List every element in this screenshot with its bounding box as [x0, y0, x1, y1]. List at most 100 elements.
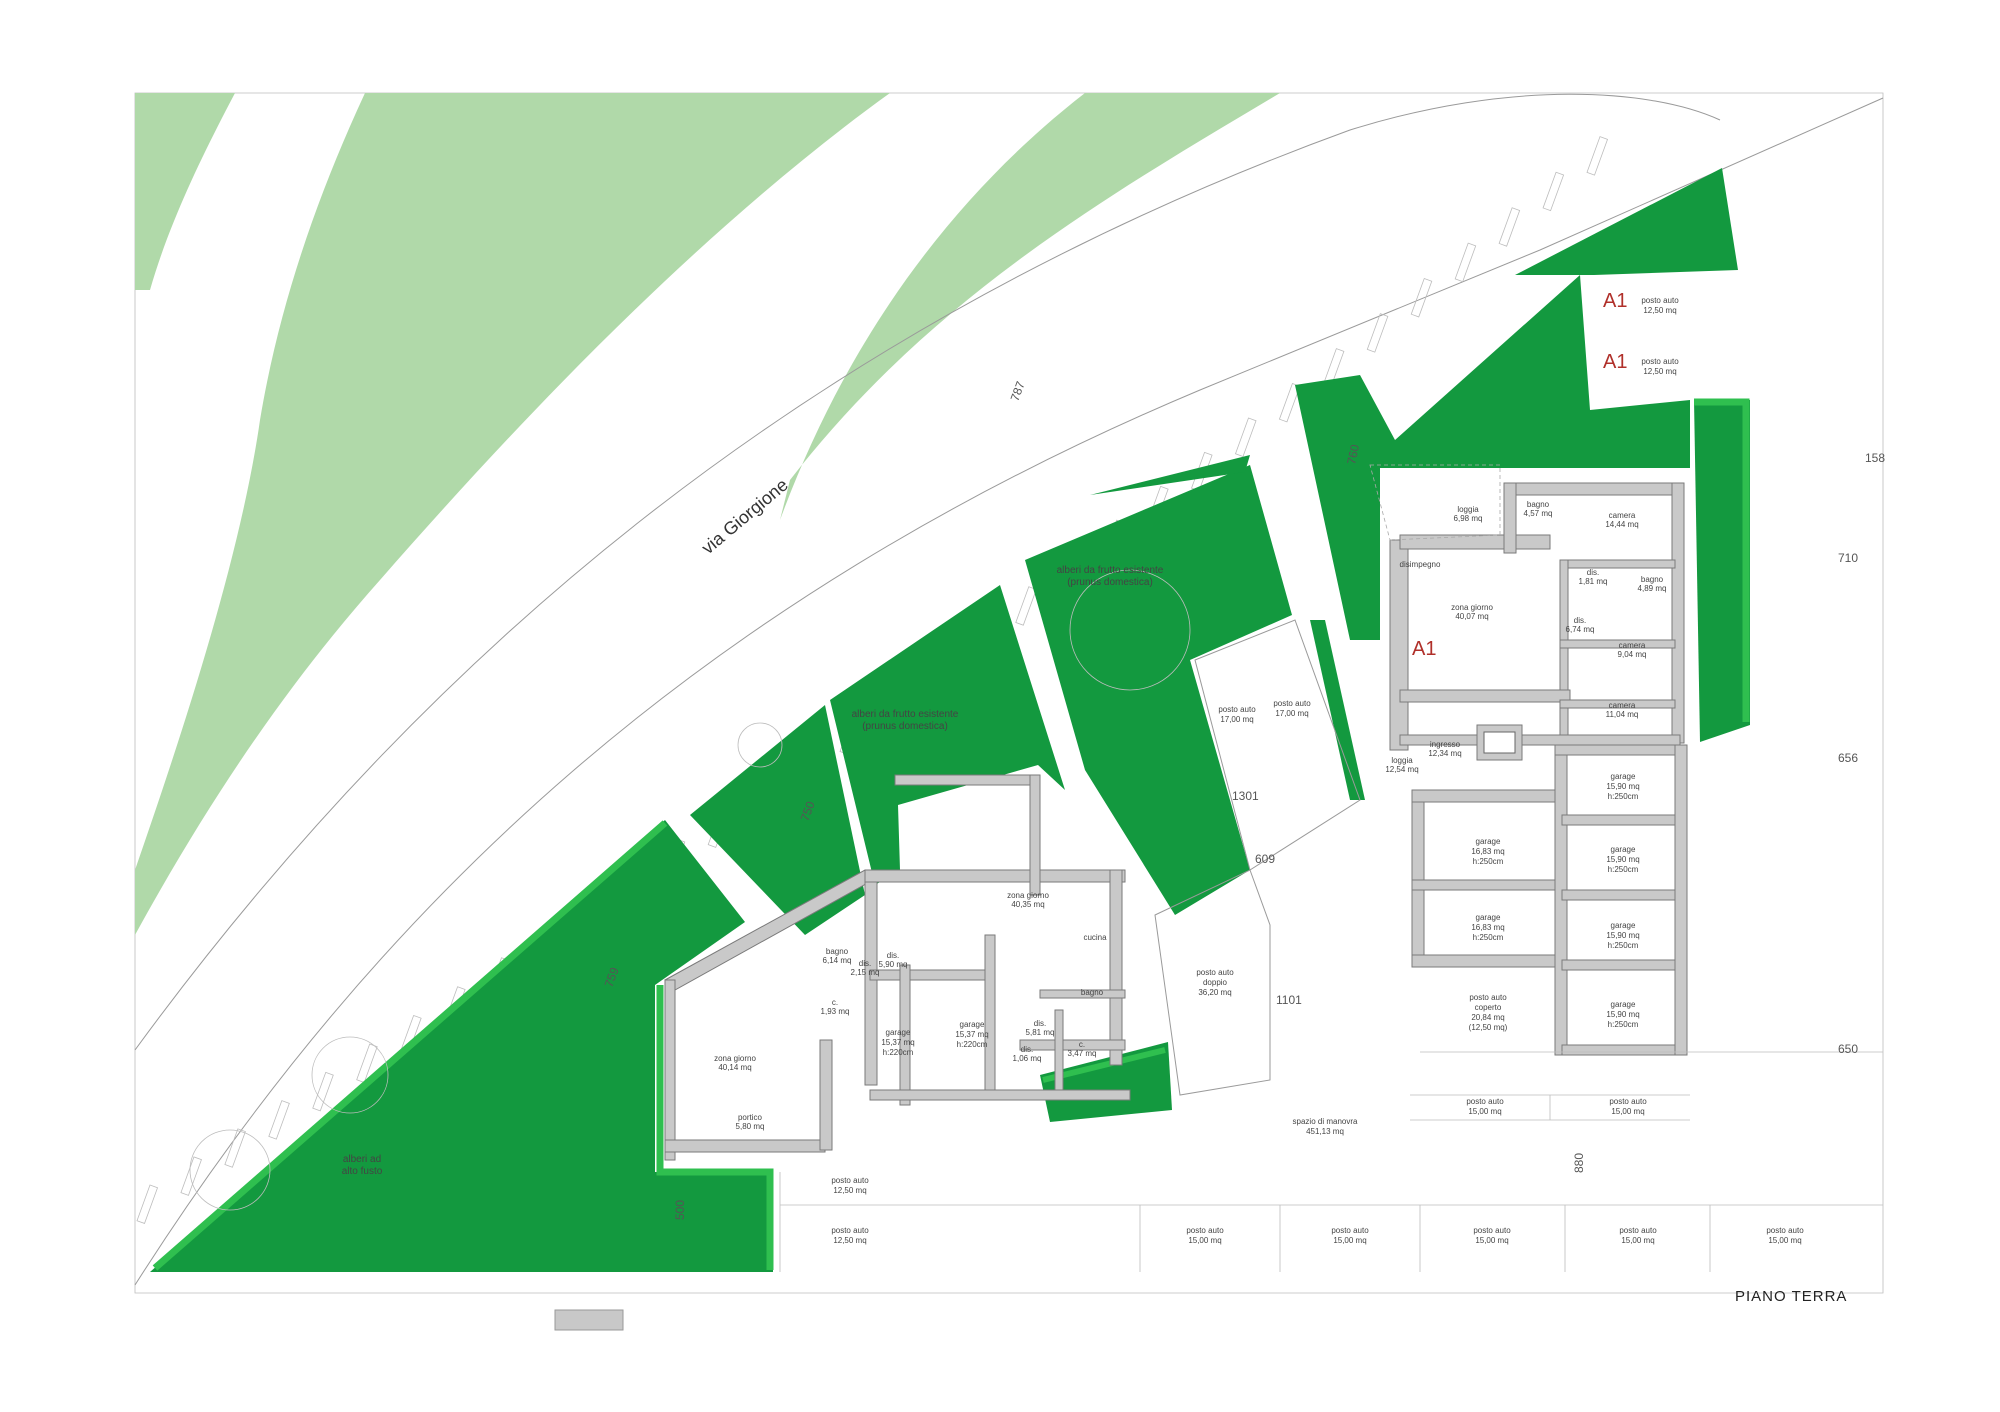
garage-label: garage 15,90 mq h:250cm — [1606, 921, 1639, 950]
road-edge — [134, 93, 1721, 1051]
garden-left — [150, 820, 773, 1272]
room-area: 6,74 mq — [1566, 625, 1595, 634]
room-area: 12,54 mq — [1385, 765, 1418, 774]
garage-label: garage 15,37 mq h:220cm — [881, 1028, 914, 1057]
room-area: 14,44 mq — [1605, 520, 1638, 529]
svg-text:posto auto: posto auto — [1466, 1097, 1504, 1106]
stall-mark — [1498, 207, 1521, 247]
svg-text:h:220cm: h:220cm — [883, 1048, 914, 1057]
stall-mark — [1410, 277, 1433, 318]
svg-text:posto auto: posto auto — [1196, 968, 1234, 977]
stall-mark — [1366, 313, 1389, 353]
svg-text:posto auto: posto auto — [831, 1226, 869, 1235]
garage-label: garage 15,90 mq h:250cm — [1606, 845, 1639, 874]
garage-label: garage 15,90 mq h:250cm — [1606, 772, 1639, 801]
tree-symbols — [189, 569, 1191, 1211]
double-parking-label: posto auto doppio 36,20 mq — [1196, 968, 1234, 997]
room-label: dis. — [887, 951, 899, 960]
room-area: 5,90 mq — [879, 960, 908, 969]
room-label: loggia — [1457, 505, 1479, 514]
room-label: zona giorno — [1451, 603, 1493, 612]
svg-text:15,00 mq: 15,00 mq — [1468, 1107, 1501, 1116]
room-label: camera — [1609, 701, 1636, 710]
svg-text:20,84 mq: 20,84 mq — [1471, 1013, 1504, 1022]
room-label: loggia — [1391, 756, 1413, 765]
room-label: disimpegno — [1400, 560, 1441, 569]
room-area: 1,93 mq — [821, 1007, 850, 1016]
garden-mid-d — [1090, 455, 1250, 495]
bottom-parking-lines — [779, 1051, 1883, 1272]
svg-text:h:250cm: h:250cm — [1473, 857, 1504, 866]
room-area: 6,98 mq — [1454, 514, 1483, 523]
svg-text:15,37 mq: 15,37 mq — [881, 1038, 914, 1047]
svg-text:15,90 mq: 15,90 mq — [1606, 1010, 1639, 1019]
room-label: c. — [1079, 1040, 1085, 1049]
dimension: 650 — [1838, 1042, 1858, 1056]
svg-text:15,00 mq: 15,00 mq — [1188, 1236, 1221, 1245]
dimension: 710 — [1838, 551, 1858, 565]
garden-label: alto fusto — [342, 1166, 383, 1177]
garden-right-top — [1515, 168, 1738, 275]
room-area: 5,80 mq — [736, 1122, 765, 1131]
svg-text:garage: garage — [1611, 921, 1636, 930]
dimension: 500 — [673, 1200, 687, 1220]
loggia-paving — [1369, 464, 1501, 541]
svg-text:15,37 mq: 15,37 mq — [955, 1030, 988, 1039]
room-label: c. — [832, 998, 838, 1007]
dimension: 760 — [1344, 443, 1362, 466]
room-label: portico — [738, 1113, 763, 1122]
svg-text:garage: garage — [886, 1028, 911, 1037]
garden-mid-b — [830, 585, 1065, 885]
svg-text:h:250cm: h:250cm — [1608, 792, 1639, 801]
room-area: 40,14 mq — [718, 1063, 751, 1072]
svg-text:15,90 mq: 15,90 mq — [1606, 855, 1639, 864]
parking-area: 17,00 mq — [1275, 709, 1308, 718]
svg-text:12,50 mq: 12,50 mq — [833, 1236, 866, 1245]
svg-text:garage: garage — [1611, 1000, 1636, 1009]
room-area: 40,07 mq — [1455, 612, 1488, 621]
bottom-parking-row: posto auto 12,50 mq posto auto 12,50 mq … — [831, 1176, 1804, 1245]
garage-label: garage 16,83 mq h:250cm — [1471, 913, 1504, 942]
parking-label: posto auto — [1218, 705, 1256, 714]
road-edge — [134, 97, 1884, 1286]
dimension: 1301 — [1232, 789, 1259, 803]
svg-text:16,83 mq: 16,83 mq — [1471, 923, 1504, 932]
dimension: 656 — [1838, 751, 1858, 765]
room-label: zona giorno — [1007, 891, 1049, 900]
svg-text:15,90 mq: 15,90 mq — [1606, 931, 1639, 940]
garage-label: garage 16,83 mq h:250cm — [1471, 837, 1504, 866]
parking-label: posto auto — [1641, 296, 1679, 305]
building-left — [664, 774, 1131, 1161]
svg-text:(12,50 mq): (12,50 mq) — [1469, 1023, 1508, 1032]
svg-text:doppio: doppio — [1203, 978, 1228, 987]
hedge-border — [152, 820, 774, 1271]
covered-parking-label: posto auto coperto 20,84 mq (12,50 mq) — [1469, 993, 1508, 1032]
parking-area: 12,50 mq — [1643, 306, 1676, 315]
parking-area: 17,00 mq — [1220, 715, 1253, 724]
scale-swatch — [554, 1309, 624, 1331]
room-label: bagno — [826, 947, 849, 956]
garden-strip — [1310, 620, 1365, 800]
garden-label: alberi da frutto esistente — [852, 709, 959, 720]
dimension: 1101 — [1276, 993, 1302, 1007]
svg-text:posto auto: posto auto — [1186, 1226, 1224, 1235]
svg-text:15,00 mq: 15,00 mq — [1475, 1236, 1508, 1245]
svg-text:garage: garage — [1476, 913, 1501, 922]
room-area: 40,35 mq — [1011, 900, 1044, 909]
room-area: 4,89 mq — [1638, 584, 1667, 593]
stall-mark — [1234, 417, 1257, 458]
svg-text:16,83 mq: 16,83 mq — [1471, 847, 1504, 856]
room-area: 11,04 mq — [1606, 710, 1639, 719]
room-area: 1,81 mq — [1579, 577, 1608, 586]
garden-mid-a — [690, 705, 865, 935]
room-area: 12,34 mq — [1428, 749, 1461, 758]
room-label: bagno — [1527, 500, 1550, 509]
garden-right-strip — [1295, 275, 1690, 640]
stall-mark — [136, 1184, 159, 1224]
dimension: 750 — [798, 799, 818, 823]
stall-mark — [1454, 242, 1477, 283]
svg-text:garage: garage — [1611, 772, 1636, 781]
svg-text:451,13 mq: 451,13 mq — [1306, 1127, 1344, 1136]
street-name: via Giorgione — [698, 475, 792, 558]
svg-text:posto auto: posto auto — [1619, 1226, 1657, 1235]
